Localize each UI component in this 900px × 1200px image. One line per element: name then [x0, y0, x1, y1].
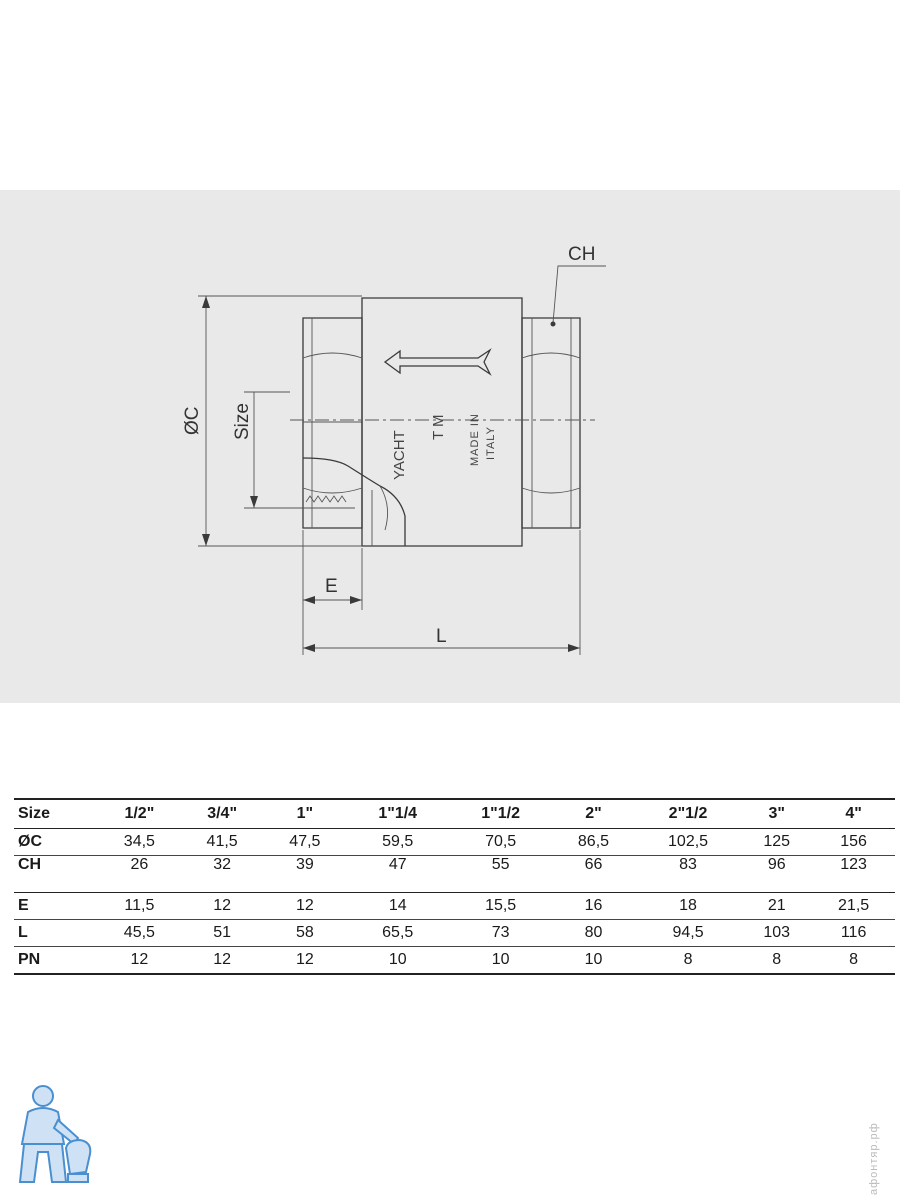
table-cell: 39 — [263, 855, 347, 893]
table-cell: 59,5 — [346, 828, 450, 856]
table-cell: 123 — [812, 855, 895, 893]
row-label: E — [14, 892, 98, 920]
header-cell: 1"1/2 — [449, 798, 553, 829]
table-cell: 103 — [741, 919, 813, 947]
header-cell: 2" — [552, 798, 635, 829]
table-cell: 55 — [449, 855, 553, 893]
table-cell: 45,5 — [98, 919, 181, 947]
diameter-label: ØC — [182, 407, 203, 436]
table-cell: 86,5 — [552, 828, 635, 856]
table-cell: 8 — [812, 946, 895, 975]
technical-drawing-panel: YACHT T M MADE IN ITALY CH ØC Size E L — [0, 190, 900, 703]
table-row: L 45,5 51 58 65,5 73 80 94,5 103 116 — [14, 919, 895, 947]
table-cell: 10 — [346, 946, 450, 975]
table-cell: 47,5 — [263, 828, 347, 856]
table-row: E 11,5 12 12 14 15,5 16 18 21 21,5 — [14, 892, 895, 920]
made-in-mark: MADE IN — [469, 413, 481, 466]
table-cell: 34,5 — [98, 828, 181, 856]
table-cell: 21 — [741, 892, 813, 920]
valve-body — [361, 297, 523, 547]
site-watermark: афонтяр.рф — [868, 1122, 880, 1195]
table-row: PN 12 12 12 10 10 10 8 8 8 — [14, 946, 895, 975]
table-cell: 73 — [449, 919, 553, 947]
table-cell: 41,5 — [180, 828, 264, 856]
e-label: E — [325, 576, 338, 597]
italy-mark: ITALY — [485, 426, 497, 460]
table-cell: 12 — [180, 946, 264, 975]
l-label: L — [436, 626, 447, 647]
table-cell: 12 — [263, 946, 347, 975]
header-cell: 1" — [263, 798, 347, 829]
flow-arrow — [383, 348, 492, 376]
tm-mark: T M — [430, 414, 447, 440]
table-cell: 65,5 — [346, 919, 450, 947]
brand-mark: YACHT — [391, 430, 408, 480]
table-cell: 94,5 — [634, 919, 742, 947]
table-cell: 12 — [263, 892, 347, 920]
header-cell: 2"1/2 — [634, 798, 742, 829]
dimensions-table: Size 1/2" 3/4" 1" 1"1/4 1"1/2 2" 2"1/2 3… — [14, 798, 895, 975]
table-cell: 32 — [180, 855, 264, 893]
header-cell: 3" — [741, 798, 813, 829]
table-header-row: Size 1/2" 3/4" 1" 1"1/4 1"1/2 2" 2"1/2 3… — [14, 798, 895, 829]
check-valve-drawing: YACHT T M MADE IN ITALY CH ØC Size E L — [182, 244, 606, 655]
table-cell: 51 — [180, 919, 264, 947]
table-cell: 125 — [741, 828, 813, 856]
table-cell: 58 — [263, 919, 347, 947]
row-label: ØC — [14, 828, 98, 856]
table-cell: 83 — [634, 855, 742, 893]
table-cell: 18 — [634, 892, 742, 920]
table-cell: 21,5 — [812, 892, 895, 920]
cutaway-edge — [302, 457, 406, 546]
header-cell: 4" — [812, 798, 895, 829]
table-cell: 47 — [346, 855, 450, 893]
table-cell: 10 — [552, 946, 635, 975]
table-cell: 15,5 — [449, 892, 553, 920]
table-cell: 70,5 — [449, 828, 553, 856]
plumber-mascot-icon — [18, 1085, 92, 1183]
table-cell: 8 — [741, 946, 813, 975]
ch-leader — [552, 265, 606, 324]
ch-label: CH — [568, 244, 595, 265]
table-cell: 14 — [346, 892, 450, 920]
table-cell: 102,5 — [634, 828, 742, 856]
header-cell: 1/2" — [98, 798, 181, 829]
table-cell: 16 — [552, 892, 635, 920]
table-row: CH 26 32 39 47 55 66 83 96 123 — [14, 855, 895, 893]
row-label: PN — [14, 946, 98, 975]
table-cell: 12 — [98, 946, 181, 975]
header-cell: Size — [14, 798, 98, 829]
table-cell: 156 — [812, 828, 895, 856]
table-cell: 11,5 — [98, 892, 181, 920]
right-hex-end — [521, 317, 581, 529]
table-cell: 66 — [552, 855, 635, 893]
header-cell: 1"1/4 — [346, 798, 450, 829]
table-cell: 12 — [180, 892, 264, 920]
table-cell: 96 — [741, 855, 813, 893]
table-cell: 10 — [449, 946, 553, 975]
table-cell: 26 — [98, 855, 181, 893]
table-row: ØC 34,5 41,5 47,5 59,5 70,5 86,5 102,5 1… — [14, 828, 895, 856]
row-label: CH — [14, 855, 98, 893]
table-cell: 80 — [552, 919, 635, 947]
table-cell: 116 — [812, 919, 895, 947]
row-label: L — [14, 919, 98, 947]
header-cell: 3/4" — [180, 798, 264, 829]
table-cell: 8 — [634, 946, 742, 975]
size-label: Size — [232, 403, 253, 440]
